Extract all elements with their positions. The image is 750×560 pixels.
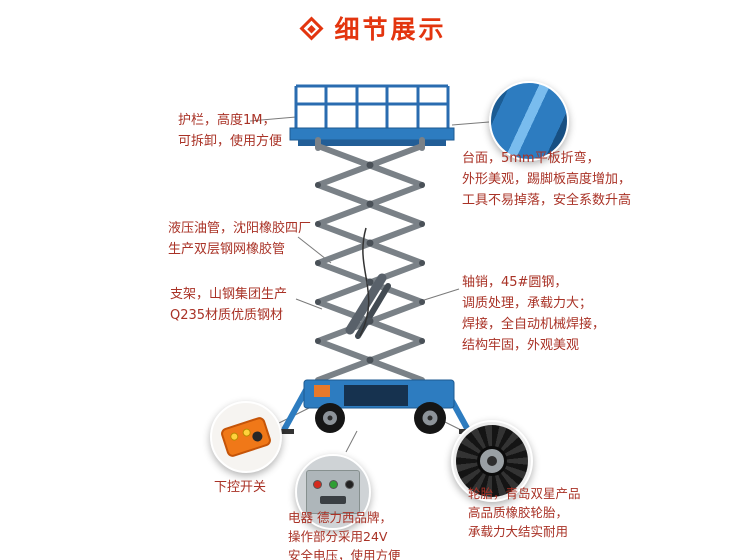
callout-text-line: 工具不易掉落，安全系数升高 — [462, 193, 632, 208]
wheel-hub-icon — [477, 446, 507, 476]
callout-text-line: 轮胎，青岛双星产品 — [468, 486, 581, 501]
callout-remote-label: 下控开关 — [214, 480, 267, 495]
callout-guardrail: 护栏，高度1M， 可拆卸，使用方便 — [178, 110, 282, 152]
callout-text-line: 护栏，高度1M， — [178, 113, 276, 128]
callout-text-line: 电器 德力西品牌， — [288, 510, 392, 525]
callout-text-line: 结构牢固，外观美观 — [462, 338, 580, 353]
diamond-icon — [299, 15, 325, 41]
detail-photo-remote-control — [210, 401, 282, 473]
callout-text-line: Q235材质优质钢材 — [170, 308, 284, 323]
scissor-lift-illustration — [270, 78, 480, 450]
green-button-icon — [328, 480, 338, 489]
black-button-icon — [344, 480, 354, 489]
callout-text-line: 支架，山钢集团生产 — [170, 287, 288, 302]
switch-icon — [320, 496, 346, 504]
callout-text-line: 生产双层钢网橡胶管 — [168, 242, 286, 257]
callout-text-line: 外形美观，踢脚板高度增加， — [462, 172, 632, 187]
callout-text-line: 台面，5mm平板折弯， — [462, 151, 600, 166]
callout-tire: 轮胎，青岛双星产品 高品质橡胶轮胎， 承载力大结实耐用 — [468, 484, 581, 541]
detail-photo-platform-edge — [489, 81, 569, 161]
callout-text-line: 可拆卸，使用方便 — [178, 134, 283, 149]
detail-photo-tire — [451, 420, 533, 502]
callout-text-line: 液压油管，沈阳橡胶四厂 — [168, 221, 312, 236]
callout-frame: 支架，山钢集团生产 Q235材质优质钢材 — [170, 284, 287, 326]
red-button-icon — [312, 480, 322, 489]
callout-axle-pin: 轴销，45#圆钢， 调质处理，承载力大； 焊接，全自动机械焊接， 结构牢固，外观… — [462, 272, 605, 356]
callout-text-line: 高品质橡胶轮胎， — [468, 505, 569, 520]
detail-photo-control-box — [295, 454, 371, 530]
page-header: 细节展示 — [0, 10, 750, 46]
callout-platform: 台面，5mm平板折弯， 外形美观，踢脚板高度增加， 工具不易掉落，安全系数升高 — [462, 148, 631, 211]
callout-text-line: 焊接，全自动机械焊接， — [462, 317, 606, 332]
remote-control-illustration — [219, 415, 273, 459]
callout-text-line: 调质处理，承载力大； — [462, 296, 593, 311]
remote-button-icon — [229, 431, 240, 442]
callout-text-line: 安全电压，使用方便 — [288, 548, 401, 560]
callout-text-line: 承载力大结实耐用 — [468, 524, 569, 539]
control-box-illustration — [306, 470, 360, 514]
page-title: 细节展示 — [334, 15, 447, 44]
callout-electric: 电器 德力西品牌， 操作部分采用24V 安全电压，使用方便 — [288, 508, 401, 560]
wheel-hub-center-icon — [487, 456, 497, 466]
callout-text-line: 操作部分采用24V — [288, 529, 388, 544]
remote-knob-icon — [251, 430, 264, 443]
tire-illustration — [456, 425, 528, 497]
callout-text-line: 轴销，45#圆钢， — [462, 275, 568, 290]
remote-button-icon — [241, 427, 252, 438]
callout-hydraulic-hose: 液压油管，沈阳橡胶四厂 生产双层钢网橡胶管 — [168, 218, 311, 260]
